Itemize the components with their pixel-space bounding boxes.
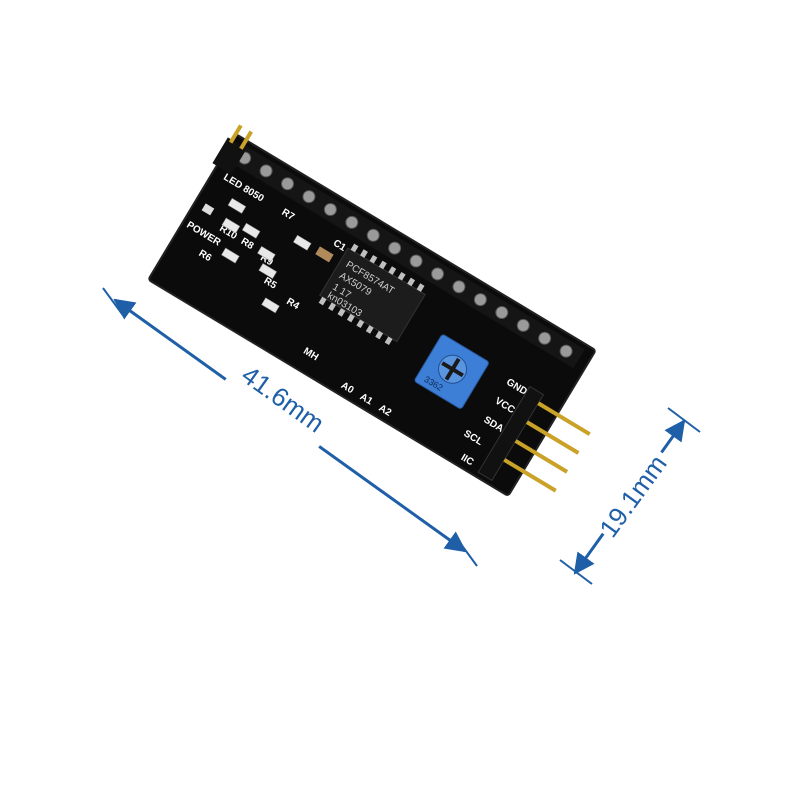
i2c-header-pins (477, 385, 591, 493)
header-pin-hole (559, 344, 573, 358)
header-pin-hole (281, 177, 295, 191)
header-pin-hole (366, 228, 380, 242)
width-dimension: 19.1mm (559, 407, 701, 585)
header-pin-hole (431, 267, 445, 281)
header-pin-hole (302, 190, 316, 204)
power-led (201, 203, 215, 216)
chip-pin (388, 266, 397, 275)
chip-pin (378, 260, 387, 270)
header-pin-hole (388, 241, 402, 255)
lcd-header-pins (230, 143, 585, 369)
chip-pin (360, 249, 368, 258)
width-label: 19.1mm (593, 449, 672, 543)
capacitor-c1 (315, 246, 334, 263)
header-pin-hole (452, 280, 466, 294)
backlight-jumper (212, 124, 253, 175)
chip-pin (397, 271, 406, 281)
header-pin-hole (259, 164, 273, 178)
chip-pin (407, 277, 416, 287)
chip-pin (350, 243, 359, 253)
header-pin-hole (409, 254, 423, 268)
pcb-board: LED 8050 R7 C1 POWER R10 R8 R9 R6 R5 R4 … (148, 124, 596, 496)
header-pin-hole (323, 203, 337, 217)
header-pin-hole (495, 306, 509, 320)
header-pin-hole (345, 215, 359, 229)
chip-pin (416, 283, 425, 292)
header-pin-hole (473, 293, 487, 307)
chip-pin (369, 254, 378, 264)
header-pin-hole (516, 318, 530, 332)
header-pin-hole (538, 331, 552, 345)
